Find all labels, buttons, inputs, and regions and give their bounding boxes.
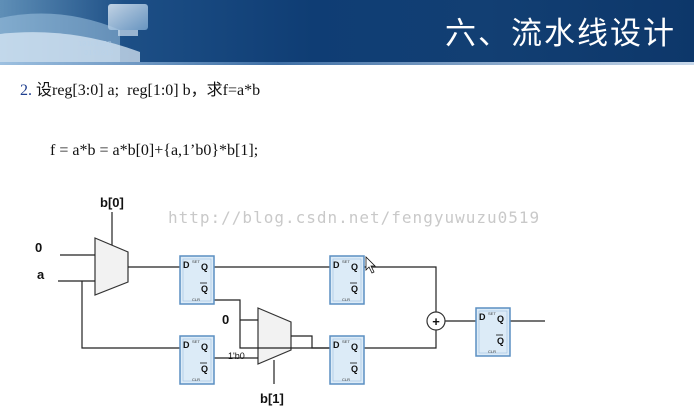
- flipflop-2: D Q Q SET CLR: [329, 255, 365, 305]
- flipflop-1-pin-qbar: Q: [201, 284, 208, 294]
- flipflop-2-clr: CLR: [342, 297, 350, 302]
- label-input-0-top: 0: [35, 240, 42, 255]
- flipflop-5: D Q Q SET CLR: [475, 307, 511, 357]
- flipflop-3-pin-qbar: Q: [201, 364, 208, 374]
- label-input-a: a: [37, 267, 45, 282]
- flipflop-2-pin-q: Q: [351, 262, 358, 272]
- flipflop-3-clr: CLR: [192, 377, 200, 382]
- flipflop-1-set: SET: [192, 259, 200, 264]
- problem-statement: 2. 设reg[3:0] a; reg[1:0] b，求f=a*b: [20, 76, 260, 100]
- flipflop-5-pin-d: D: [479, 312, 486, 322]
- mux-bottom: [257, 307, 292, 365]
- flipflop-4-pin-d: D: [333, 340, 340, 350]
- flipflop-2-pin-qbar: Q: [351, 284, 358, 294]
- header-divider: [0, 62, 694, 65]
- flipflop-5-pin-q: Q: [497, 314, 504, 324]
- flipflop-2-pin-d: D: [333, 260, 340, 270]
- label-input-0-bottom: 0: [222, 312, 229, 327]
- slide-header: 10101010 0101010 六、流水线设计: [0, 0, 694, 62]
- problem-number: 2.: [20, 82, 32, 99]
- watermark-url: http://blog.csdn.net/fengyuwuzu0519: [168, 208, 541, 227]
- adder-symbol: +: [432, 314, 440, 329]
- flipflop-4-pin-qbar: Q: [351, 364, 358, 374]
- flipflop-3: D Q Q SET CLR: [179, 335, 215, 385]
- flipflop-1: D Q Q SET CLR: [179, 255, 215, 305]
- slide-title: 六、流水线设计: [445, 16, 676, 52]
- flipflop-3-pin-q: Q: [201, 342, 208, 352]
- flipflop-3-pin-d: D: [183, 340, 190, 350]
- flipflop-4: D Q Q SET CLR: [329, 335, 365, 385]
- header-decoration: 10101010 0101010: [0, 4, 148, 62]
- flipflop-4-set: SET: [342, 339, 350, 344]
- adder: [426, 311, 446, 331]
- flipflop-1-clr: CLR: [192, 297, 200, 302]
- flipflop-3-set: SET: [192, 339, 200, 344]
- svg-text:0101010: 0101010: [84, 49, 114, 57]
- flipflop-5-pin-qbar: Q: [497, 336, 504, 346]
- flipflop-5-clr: CLR: [488, 349, 496, 354]
- label-1b0: 1'b0: [228, 351, 245, 361]
- flipflop-4-pin-q: Q: [351, 342, 358, 352]
- flipflop-2-set: SET: [342, 259, 350, 264]
- flipflop-4-clr: CLR: [342, 377, 350, 382]
- flipflop-1-pin-q: Q: [201, 262, 208, 272]
- flipflop-1-pin-d: D: [183, 260, 190, 270]
- mux-top: [94, 237, 129, 296]
- svg-text:10101010: 10101010: [78, 40, 112, 48]
- flipflop-5-set: SET: [488, 311, 496, 316]
- pipeline-circuit-diagram: + D Q Q SET CLR D Q Q SET CLR D Q Q SET …: [35, 195, 545, 406]
- formula-line: f = a*b = a*b[0]+{a,1’b0}*b[1];: [50, 142, 259, 159]
- label-b0: b[0]: [100, 195, 124, 210]
- wires: [58, 212, 545, 384]
- label-b1: b[1]: [260, 391, 284, 406]
- problem-text: 设reg[3:0] a; reg[1:0] b，求f=a*b: [32, 82, 261, 99]
- mouse-cursor-icon: [365, 256, 376, 274]
